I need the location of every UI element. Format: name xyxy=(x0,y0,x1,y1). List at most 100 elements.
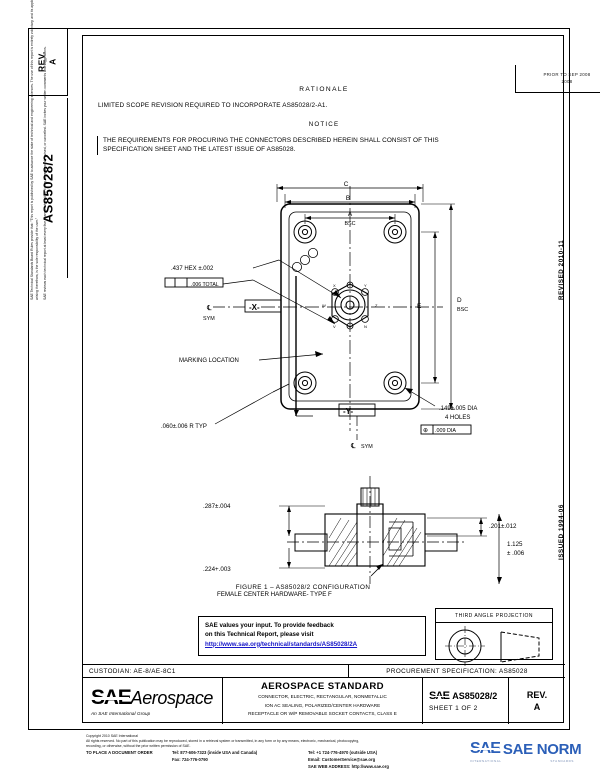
footer-spacer-3 xyxy=(172,764,308,770)
dim-hole-dia: .149±.005 DIA xyxy=(439,406,477,412)
footer-web-address: SAE WEB ADDRESS: http://www.sae.org xyxy=(308,764,458,770)
revision-block: REV. A xyxy=(28,28,68,96)
sec-dim-bottom: .224+.003 xyxy=(203,566,231,573)
sym-bottom: SYM xyxy=(361,444,373,450)
standard-description-3: RECEPTACLE OR W/P REMOVABLE SOCKET CONTA… xyxy=(248,711,397,717)
legal-paragraph-1: SAE Technical Standards Board Rules prov… xyxy=(30,0,40,300)
marking-location: MARKING LOCATION xyxy=(179,358,239,364)
document-number-sidebar: AS85028/2 xyxy=(28,98,68,278)
footer-web-label: SAE WEB ADDRESS: xyxy=(308,764,351,770)
dim-hex: .437 HEX ±.002 xyxy=(171,266,214,272)
dim-d: D xyxy=(457,297,462,304)
sae-logo-subtitle: An SAE International Group xyxy=(91,711,151,716)
custodian-label: CUSTODIAN: AE-8/AE-8C1 xyxy=(83,665,349,677)
svg-text:V: V xyxy=(333,324,336,329)
drawing-frame-inner: PRIOR TO SEP 2008 2008 RATIONALE LIMITED… xyxy=(82,35,600,724)
watermark-word: SAE NORM xyxy=(502,740,582,758)
footer-order-label: TO PLACE A DOCUMENT ORDER xyxy=(86,750,153,756)
notice-line-1: THE REQUIREMENTS FOR PROCURING THE CONNE… xyxy=(103,137,439,144)
footer-rights-2: recording, or otherwise, without the pri… xyxy=(86,744,191,749)
feedback-url-link[interactable]: http://www.sae.org/technical/standards/A… xyxy=(205,640,358,648)
center-hardware-note: FEMALE CENTER HARDWARE- TYPE F xyxy=(217,591,332,598)
sae-logo-mark: SAE xyxy=(91,686,132,709)
watermark-sub-right: STANDARDS xyxy=(550,759,574,763)
sae-logo-word: Aerospace xyxy=(130,688,214,708)
notice-line-2: SPECIFICATION SHEET AND THE LATEST ISSUE… xyxy=(103,146,296,154)
footer-fax: Fax: 724-776-0790 xyxy=(172,757,208,763)
footer-contact-row-2: Fax: 724-776-0790 Email: CustomerService… xyxy=(86,757,570,763)
datum-y: -Y- xyxy=(343,407,354,416)
footer-copyright: Copyright 2010 SAE International xyxy=(86,734,138,738)
standard-type-title: AEROSPACE STANDARD xyxy=(260,681,385,692)
footer-email: Email: CustomerService@sae.org xyxy=(308,757,376,763)
feedback-box: SAE values your input. To provide feedba… xyxy=(198,616,426,656)
standard-description-1: CONNECTOR, ELECTRIC, RECTANGULAR, NONMET… xyxy=(258,694,387,699)
standard-description-2: ION AC SEALING, POLARIZED/CENTER HARDWAR… xyxy=(264,702,381,708)
feedback-line-2: on this Technical Report, please visit xyxy=(205,631,314,639)
notice-heading: NOTICE xyxy=(308,121,340,128)
title-block-title-cell: AEROSPACE STANDARD CONNECTOR, ELECTRIC, … xyxy=(223,678,423,724)
svg-text:X: X xyxy=(333,283,336,288)
revision-label-title-block: REV. xyxy=(526,689,548,700)
footer-tel-usa: Tel: 877-606-7323 (inside USA and Canada… xyxy=(172,750,258,756)
sec-dim-height: 1.125 xyxy=(507,541,523,548)
rationale-heading: RATIONALE xyxy=(299,86,349,93)
sae-aerospace-logo: SAE Aerospace xyxy=(91,686,222,710)
dim-b: B xyxy=(346,195,350,202)
svg-text:N: N xyxy=(364,324,367,329)
sec-dim-top: .287±.004 xyxy=(203,503,231,510)
cl-sym-bottom: ℄ xyxy=(350,443,356,450)
dim-radius: .060±.006 R TYP xyxy=(161,424,207,430)
rationale-text: LIMITED SCOPE REVISION REQUIRED TO INCOR… xyxy=(98,102,328,109)
footer-tel-intl: Tel: +1 724-776-4970 (outside USA) xyxy=(308,750,378,756)
footer-spacer-2 xyxy=(86,764,172,770)
dim-d-bsc: BSC xyxy=(457,307,468,313)
engineering-drawing: X Y W Z V N xyxy=(83,36,565,724)
datum-x: -X- xyxy=(249,303,260,312)
watermark-mark: SAE xyxy=(470,740,501,757)
dim-hole-pos: .009 DIA xyxy=(435,428,456,434)
sae-norm-watermark: SAE SAE NORM INTERNATIONAL STANDARDS xyxy=(470,740,588,770)
sym-left: SYM xyxy=(203,316,215,322)
footer-contact-row-1: TO PLACE A DOCUMENT ORDER Tel: 877-606-7… xyxy=(86,750,570,756)
header-note-line-2: 2008 xyxy=(561,78,573,84)
drawing-frame-outer xyxy=(28,28,570,730)
cl-sym-left: ℄ xyxy=(206,305,212,312)
third-angle-projection-box: THIRD ANGLE PROJECTION xyxy=(435,608,553,660)
footer-web-url[interactable]: http://www.sae.org xyxy=(351,764,389,770)
legal-paragraph-2: SAE reviews each technical report at lea… xyxy=(42,46,47,300)
footer-rights-1: All rights reserved. No part of this pub… xyxy=(86,739,360,744)
sheet-number: SHEET 1 OF 2 xyxy=(429,705,478,712)
procurement-spec-label: PROCUREMENT SPECIFICATION: AS85028 xyxy=(386,667,528,675)
document-number-title-block: AS85028/2 xyxy=(452,691,498,701)
title-block: SAE Aerospace An SAE International Group… xyxy=(83,678,565,724)
header-note-line-1: PRIOR TO SEP 2008 xyxy=(543,71,591,77)
svg-text:⊕: ⊕ xyxy=(423,428,428,434)
footer-contact-row-3: SAE WEB ADDRESS: http://www.sae.org xyxy=(86,764,570,770)
footer: Copyright 2010 SAE International All rig… xyxy=(86,734,570,770)
sae-mark-small: SAE xyxy=(429,690,450,702)
third-angle-projection-title: THIRD ANGLE PROJECTION xyxy=(436,609,552,623)
dim-flatness: .006 TOTAL xyxy=(191,282,219,288)
watermark-sub-left: INTERNATIONAL xyxy=(470,759,502,763)
title-block-logo-cell: SAE Aerospace An SAE International Group xyxy=(83,678,223,724)
legal-notice-vertical: SAE Technical Standards Board Rules prov… xyxy=(30,0,70,300)
sec-dim-right: .201±.012 xyxy=(489,523,517,530)
header-note-box: PRIOR TO SEP 2008 2008 xyxy=(515,65,600,93)
revision-value-title-block: A xyxy=(533,702,541,712)
svg-text:Y: Y xyxy=(364,283,367,288)
figure-caption: FIGURE 1 – AS85028/2 CONFIGURATION xyxy=(235,584,371,591)
footer-spacer xyxy=(86,757,172,763)
dim-c: C xyxy=(344,181,349,188)
svg-text:Z: Z xyxy=(375,303,378,308)
dim-a: A xyxy=(348,211,353,218)
title-block-revision-cell: REV. A xyxy=(509,678,565,724)
title-block-number-cell: SAE AS85028/2 SHEET 1 OF 2 xyxy=(423,678,509,724)
custodian-row: CUSTODIAN: AE-8/AE-8C1 PROCUREMENT SPECI… xyxy=(83,664,565,678)
sec-dim-height-tol: ± .006 xyxy=(507,550,525,557)
dim-e: E xyxy=(417,303,421,310)
svg-text:W: W xyxy=(322,303,326,308)
dim-hole-count: 4 HOLES xyxy=(445,415,470,421)
notice-block: THE REQUIREMENTS FOR PROCURING THE CONNE… xyxy=(97,136,527,155)
